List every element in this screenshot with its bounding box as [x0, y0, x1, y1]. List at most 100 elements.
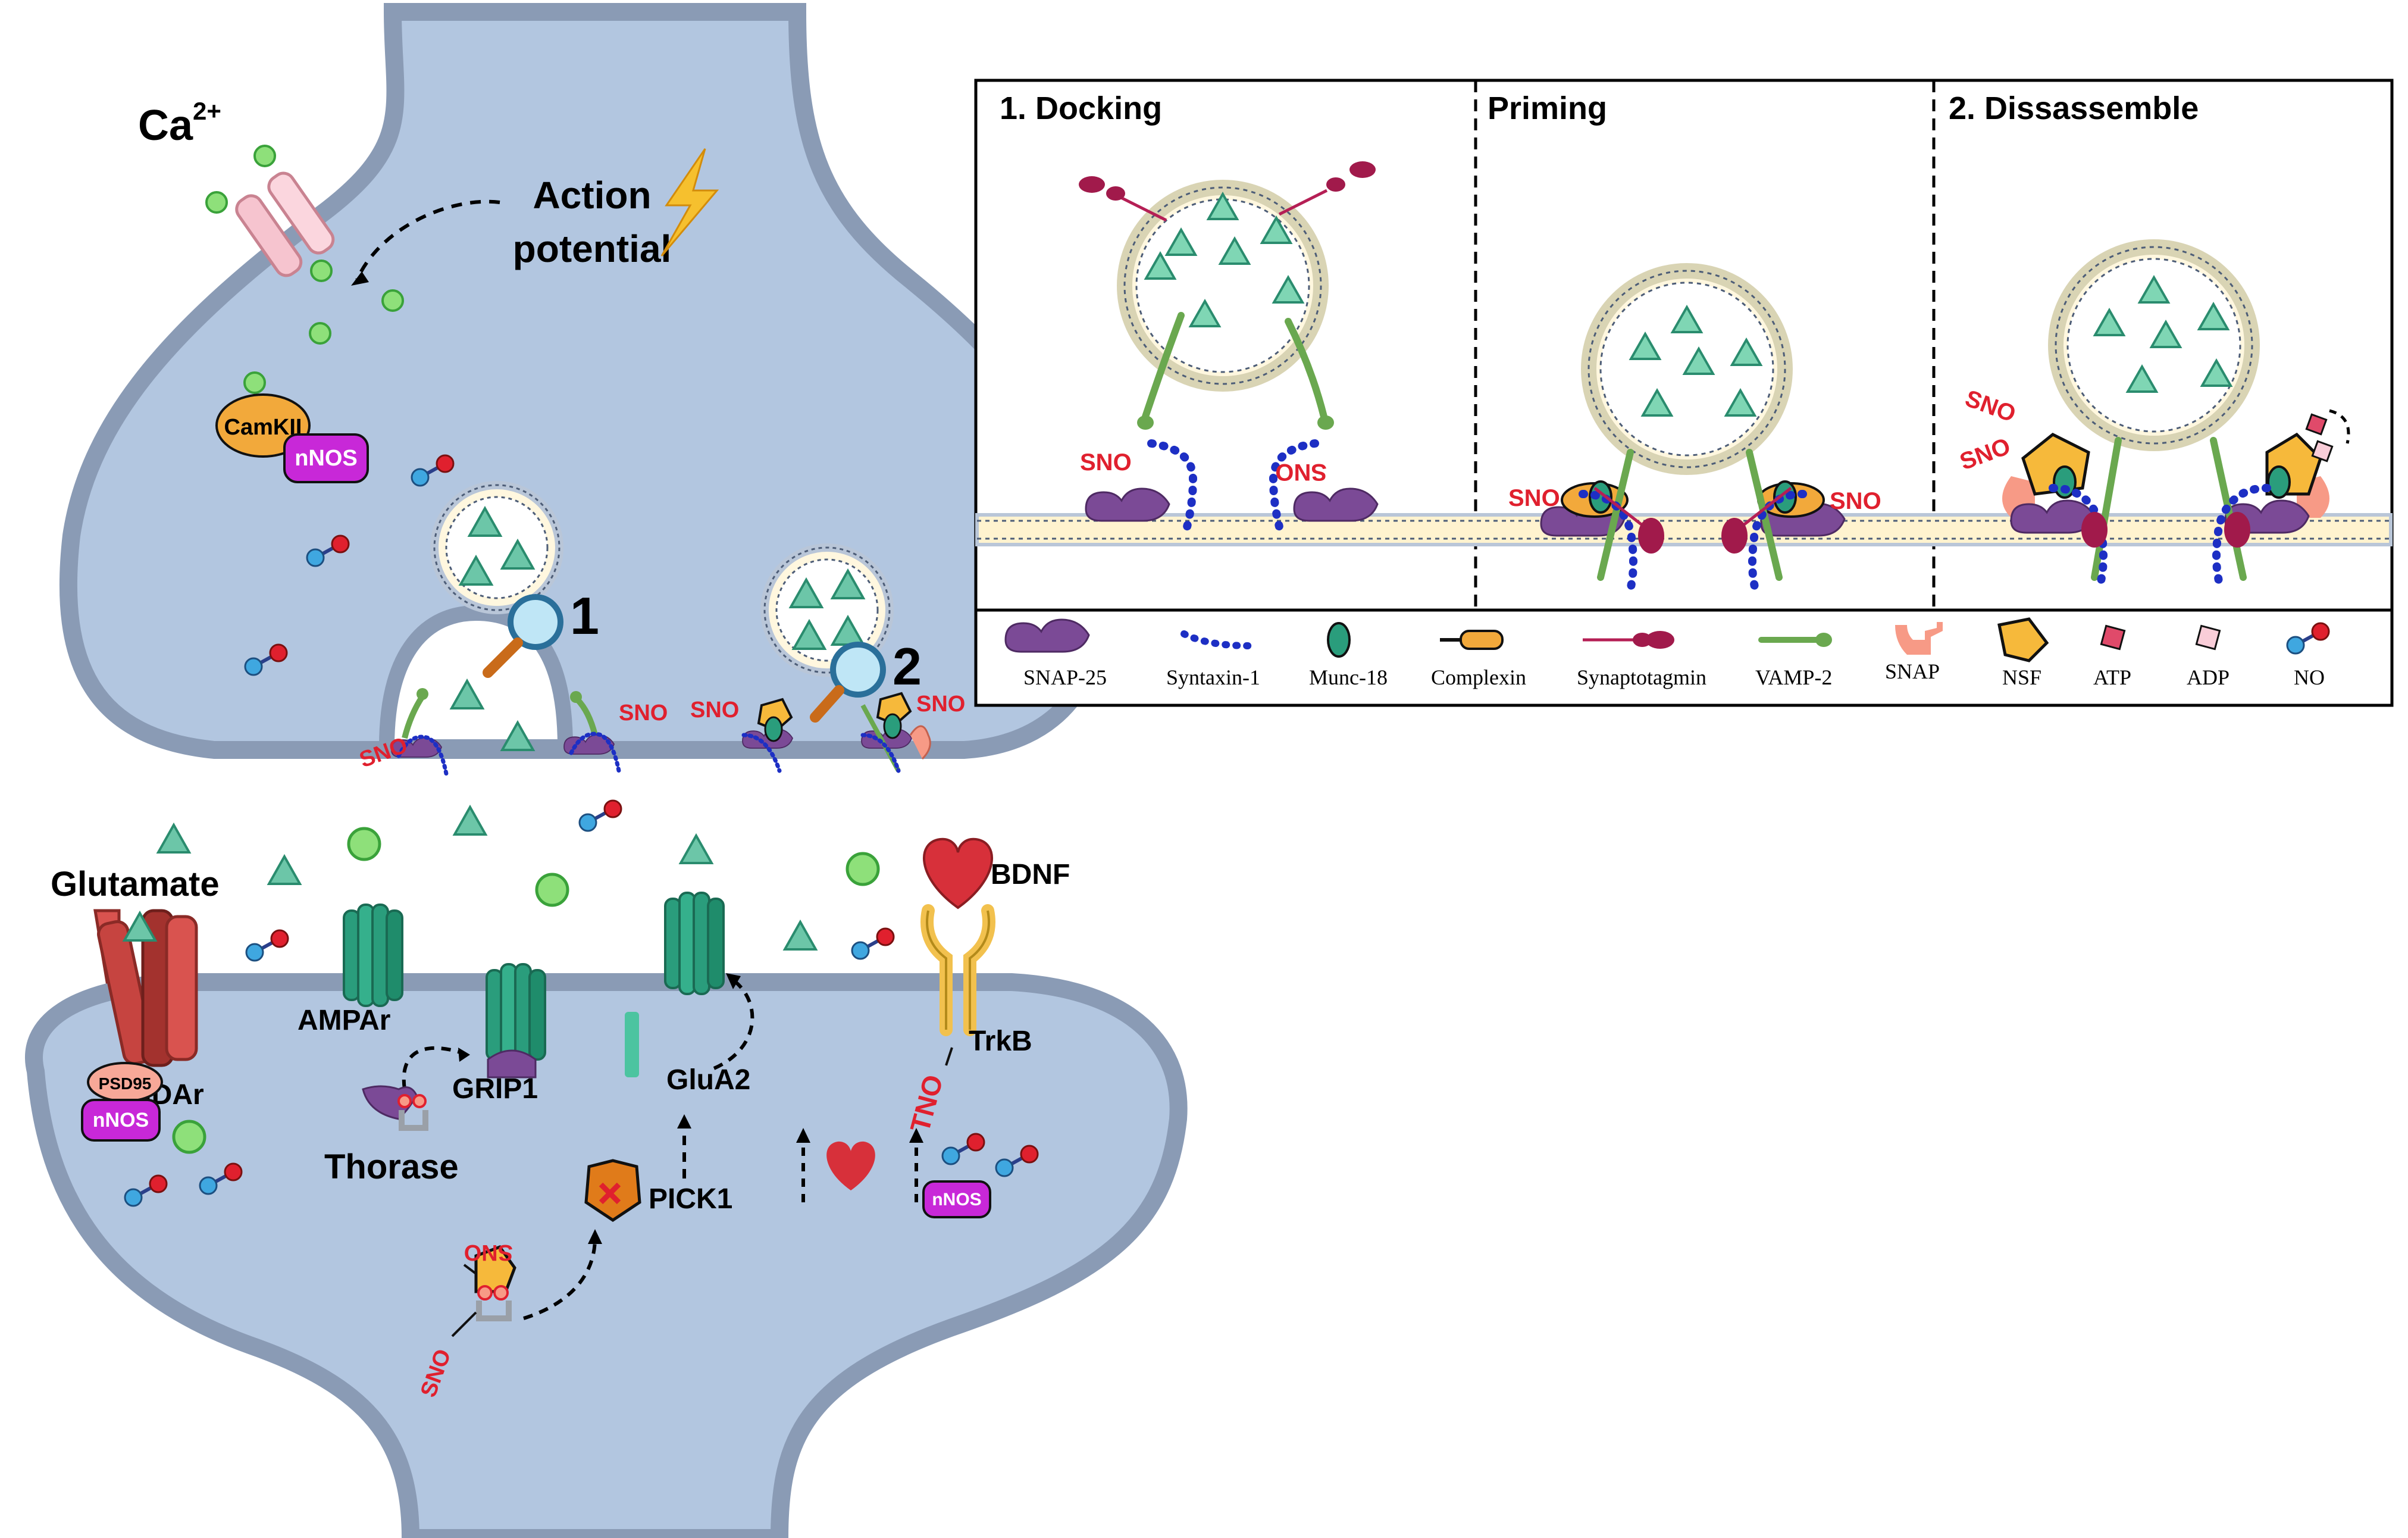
arrowhead-icon — [796, 1128, 810, 1143]
sno-label: SNO — [1275, 459, 1327, 485]
calcium-ion-icon — [310, 260, 333, 282]
syntaxin-icon — [1269, 439, 1319, 531]
plasma-membrane — [975, 513, 2393, 546]
priming-vesicle — [1589, 271, 1785, 467]
trkb-receptor-icon — [920, 904, 995, 1066]
postsynaptic-terminal — [25, 973, 1188, 1538]
atp-icon — [2100, 624, 2126, 651]
psd95-label: PSD95 — [99, 1074, 152, 1093]
action-potential-label: Action — [533, 174, 651, 217]
legend-label: NSF — [2002, 665, 2041, 689]
glutamate-icon — [453, 806, 487, 836]
pick1-label: PICK1 — [649, 1183, 732, 1215]
arrowhead-icon — [458, 1048, 470, 1062]
ampar-label: AMPAr — [298, 1005, 390, 1036]
calcium-label: Ca2+ — [138, 97, 221, 149]
legend-item-snap25: SNAP-25 — [1004, 618, 1107, 689]
calcium-ion-icon — [243, 371, 266, 394]
snare-complex-disassembly — [860, 692, 931, 773]
primed-snare-complex — [1540, 449, 1846, 593]
adp-icon — [2195, 624, 2221, 651]
legend-label: SNAP — [1885, 659, 1940, 683]
snare-cycle-panel: 1. Docking Priming 2. Dissassemble — [974, 79, 2394, 707]
legend-label: ADP — [2187, 665, 2229, 689]
glutamate-icon — [679, 834, 713, 864]
calcium-channel-icon — [235, 171, 335, 277]
legend-item-vamp2: VAMP-2 — [1755, 633, 1832, 689]
complexin-icon — [1460, 630, 1504, 650]
legend-item-snap: SNAP — [1885, 622, 1943, 683]
legend-item-munc18: Munc-18 — [1309, 622, 1388, 689]
pick1-icon — [584, 1159, 641, 1223]
docking-title: 1. Docking — [1000, 90, 1162, 126]
legend-label: SNAP-25 — [1023, 665, 1107, 689]
lightning-icon — [660, 148, 719, 257]
snare-complex — [391, 688, 449, 776]
sno-label: SNO — [1080, 449, 1132, 476]
nsf-to-pick1-arrow — [523, 1237, 597, 1320]
legend: SNAP-25 Syntaxin-1 Munc-18 Complexin Syn… — [1004, 617, 2329, 689]
bdnf-label: BDNF — [991, 859, 1070, 890]
sno-label: SNO — [464, 1240, 513, 1265]
bdnf-heart-icon — [922, 837, 994, 909]
nnos-label: nNOS — [932, 1190, 981, 1209]
calcium-ion-icon — [205, 191, 228, 214]
snare-complex — [563, 691, 621, 773]
sno-label: SNO — [690, 698, 739, 723]
thorase-label: Thorase — [324, 1148, 459, 1186]
nnos-postsynaptic — [81, 1099, 161, 1142]
nsf-icon — [1997, 617, 2049, 662]
arrowhead-icon — [351, 271, 369, 286]
legend-item-synaptotagmin: Synaptotagmin — [1577, 631, 1706, 689]
magnifier-handle — [483, 637, 523, 678]
glua2-insertion-arrow — [713, 977, 754, 1070]
nnos-postsynaptic — [922, 1180, 991, 1218]
synaptic-vesicle-1 — [434, 485, 559, 610]
step-2-label: 2 — [893, 637, 922, 696]
snare-complex-primed — [741, 698, 793, 773]
disassemble-title: 2. Dissassemble — [1949, 90, 2199, 126]
priming-title: Priming — [1488, 90, 1607, 126]
sno-label: SNO — [1830, 488, 1881, 514]
bdnf-heart-icon — [826, 1141, 875, 1190]
magnifier-icon — [508, 594, 563, 650]
nnos-label: nNOS — [93, 1109, 149, 1131]
calcium-ion-icon — [309, 322, 331, 345]
legend-item-nsf: NSF — [1997, 617, 2049, 689]
snap25-icon — [1004, 618, 1090, 653]
legend-label: NO — [2294, 665, 2325, 689]
nmdar-receptor-icon — [93, 909, 198, 1067]
glua2-label: GluA2 — [666, 1064, 750, 1096]
legend-label: ATP — [2093, 665, 2131, 689]
nsf-thorase-complex — [451, 1245, 516, 1337]
ampar-grip1-icon — [486, 963, 546, 1079]
arrowhead-icon — [588, 1229, 602, 1244]
nsf-disassembly-complex — [2002, 409, 2350, 587]
legend-item-adp: ADP — [2187, 624, 2229, 689]
legend-item-complexin: Complexin — [1431, 630, 1526, 689]
munc18-icon — [1327, 622, 1351, 658]
glua2-receptor-icon — [664, 892, 725, 995]
synaptotagmin-icon — [1079, 161, 1376, 222]
legend-item-atp: ATP — [2093, 624, 2131, 689]
legend-item-syntaxin: Syntaxin-1 — [1166, 630, 1260, 689]
calcium-ion-icon — [349, 829, 380, 859]
grip1-label: GRIP1 — [452, 1073, 538, 1105]
arrowhead-icon — [909, 1128, 923, 1143]
nnos-label: nNOS — [295, 446, 358, 471]
calcium-superscript: 2+ — [193, 97, 221, 125]
no-molecule-icon — [580, 801, 621, 831]
trkb-label: TrkB — [969, 1026, 1032, 1057]
glutamate-icon — [268, 855, 301, 885]
magnifier-icon — [830, 642, 886, 698]
glutamate-icon — [157, 824, 190, 854]
calcium-ion-icon — [253, 145, 276, 167]
snap-icon — [1895, 622, 1943, 655]
sno-label: SNO — [1508, 485, 1560, 511]
legend-label: Syntaxin-1 — [1166, 665, 1260, 689]
snap25-icon — [1085, 487, 1170, 522]
sno-label: SNO — [916, 692, 965, 717]
arrowhead-icon — [726, 973, 741, 989]
no-molecule-icon — [852, 929, 894, 959]
